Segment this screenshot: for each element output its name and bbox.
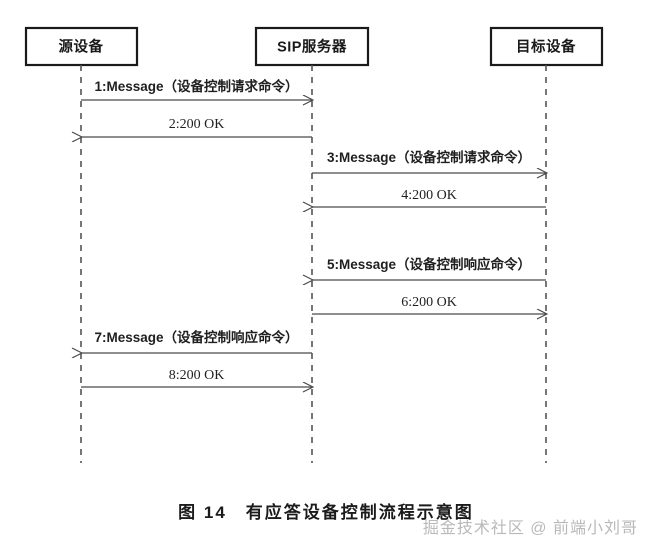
actor-label-sip: SIP服务器 [277,38,347,56]
actor-label-source: 源设备 [59,38,104,56]
message-label-6: 6:200 OK [401,295,457,310]
actor-label-target: 目标设备 [516,38,576,56]
message-label-1: 1:Message（设备控制请求命令） [94,78,298,94]
message-label-5: 5:Message（设备控制响应命令） [327,256,531,272]
message-label-2: 2:200 OK [169,117,225,132]
actor-box-group: 源设备 SIP服务器 目标设备 [24,26,604,67]
message-label-4: 4:200 OK [401,188,457,203]
message-arrow-group [81,100,546,387]
message-label-group: 1:Message（设备控制请求命令） 2:200 OK 3:Message（设备控… [94,78,531,383]
figure-caption: 图 14 有应答设备控制流程示意图 [178,503,474,522]
message-label-7: 7:Message（设备控制响应命令） [94,329,298,345]
message-label-8: 8:200 OK [169,368,225,383]
message-label-3: 3:Message（设备控制请求命令） [327,149,531,165]
